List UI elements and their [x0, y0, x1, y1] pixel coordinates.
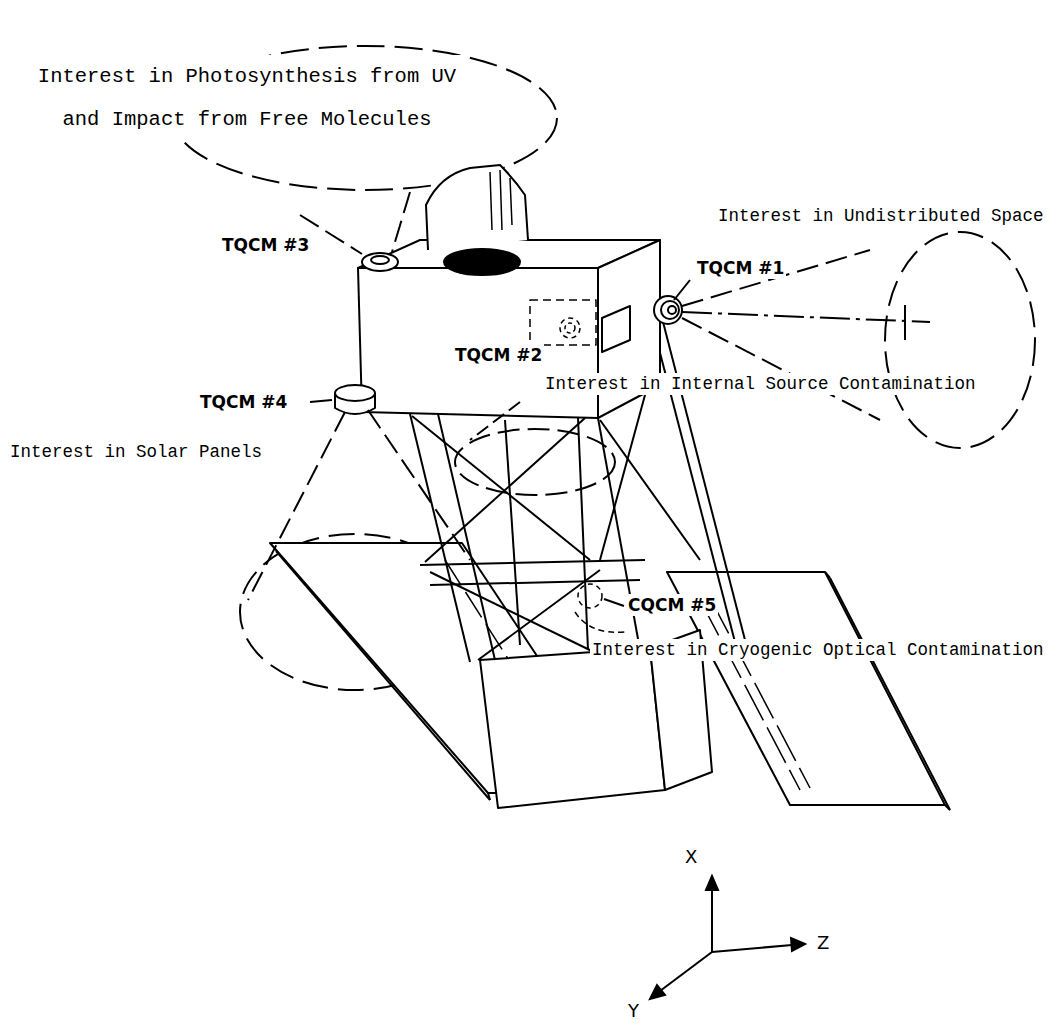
sensor-tag: TQCM #2 — [453, 344, 544, 366]
aperture — [444, 249, 520, 275]
axis-label: X — [683, 846, 699, 868]
shade-line — [500, 170, 502, 230]
view-line — [682, 250, 870, 306]
arrowhead — [706, 876, 718, 890]
sensor-tag: TQCM #3 — [220, 234, 311, 256]
truss-leg — [410, 414, 470, 662]
label-anchor: TQCM #3 — [220, 234, 311, 256]
truss-brace — [430, 580, 640, 585]
label-anchor: Y — [626, 1000, 641, 1022]
panel-hidden-edge — [710, 598, 810, 788]
panel-edge — [825, 572, 830, 578]
panel-edge — [945, 805, 950, 810]
label-anchor: Interest in Cryogenic Optical Contaminat… — [590, 639, 1046, 661]
panel-edge — [276, 551, 490, 800]
axis-triad — [650, 876, 805, 999]
truss-brace — [505, 420, 520, 645]
axis-label: Z — [815, 932, 831, 954]
tqcm-sensor — [661, 301, 679, 319]
panel-edge — [488, 793, 490, 800]
truss-leg — [662, 318, 745, 640]
tqcm-sensor — [335, 385, 375, 401]
view-note: Interest in Photosynthesis from UV and I… — [25, 55, 469, 141]
axis-tick — [904, 305, 906, 340]
view-line — [392, 192, 410, 252]
label-anchor: Interest in Photosynthesis from UV and I… — [25, 55, 469, 141]
hidden-notch — [530, 300, 596, 345]
view-note: Interest in Cryogenic Optical Contaminat… — [590, 639, 1046, 661]
view-line — [682, 318, 880, 420]
tqcm-sensor — [371, 256, 389, 264]
label-anchor: Interest in Solar Panels — [8, 441, 264, 463]
view-note: Interest in Solar Panels — [8, 441, 264, 463]
arrowhead — [650, 985, 665, 999]
tqcm-sensor — [654, 296, 682, 324]
cqcm-sensor — [578, 584, 602, 608]
label-anchor: Z — [815, 932, 831, 954]
base-box — [480, 648, 665, 808]
label-anchor: TQCM #2 — [453, 344, 544, 366]
label-anchor: TQCM #1 — [695, 257, 786, 279]
tqcm-sensor — [668, 306, 676, 314]
tqcm-sensor — [362, 253, 398, 271]
view-note: Interest in Undistributed Space — [716, 205, 1046, 227]
sun-shade — [426, 165, 528, 250]
housing-front — [358, 268, 598, 418]
axis-label: Y — [626, 1000, 641, 1022]
view-line — [368, 410, 470, 560]
truss-brace — [478, 570, 600, 660]
side-port — [602, 306, 630, 352]
axis-line — [660, 952, 712, 991]
sensor-tag: CQCM #5 — [626, 594, 718, 616]
truss-brace — [600, 420, 700, 560]
axis-line — [712, 945, 792, 952]
truss-leg — [438, 414, 495, 660]
view-axis — [682, 312, 930, 322]
truss-brace — [425, 418, 585, 562]
label-anchor: CQCM #5 — [626, 594, 718, 616]
axis-line — [711, 888, 713, 952]
shade-line — [510, 178, 512, 225]
panel-edge — [830, 578, 950, 810]
label-anchor: TQCM #4 — [198, 391, 289, 413]
label-anchor: Interest in Undistributed Space — [716, 205, 1046, 227]
arrowhead — [791, 938, 805, 951]
label-anchor: X — [683, 846, 699, 868]
leader-line — [674, 280, 690, 300]
leader-line — [604, 599, 624, 606]
view-ellipse — [885, 232, 1035, 448]
label-anchor: Interest in Internal Source Contaminatio… — [543, 373, 978, 395]
sensor-tag: TQCM #4 — [198, 391, 289, 413]
sensor-tag: TQCM #1 — [695, 257, 786, 279]
shade-line — [490, 172, 492, 230]
panel-hidden-edge — [700, 600, 800, 790]
view-line — [470, 402, 520, 440]
truss-leg — [578, 418, 588, 650]
tqcm-sensor — [560, 318, 580, 338]
leader-line — [310, 400, 332, 402]
view-note: Interest in Internal Source Contaminatio… — [543, 373, 978, 395]
tqcm-sensor — [565, 323, 575, 333]
view-line — [575, 612, 625, 632]
truss-brace — [420, 560, 645, 565]
